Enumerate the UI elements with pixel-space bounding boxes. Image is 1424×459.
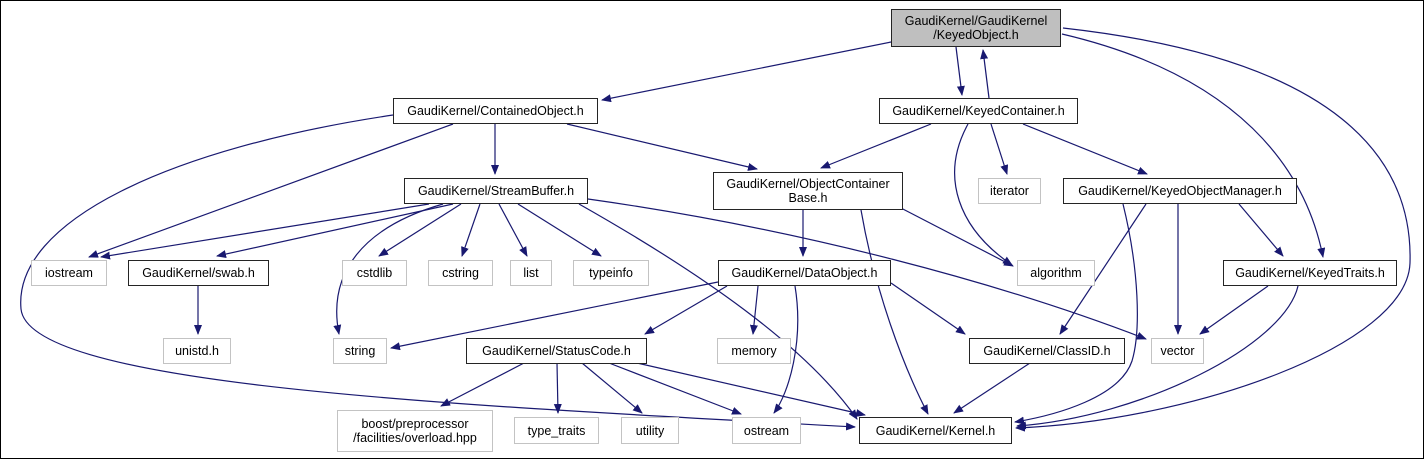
edge-keyedcontainer-keyedobjectmanager (1022, 123, 1148, 175)
node-string: string (333, 338, 387, 364)
node-kernel[interactable]: GaudiKernel/Kernel.h (859, 417, 1012, 444)
edge-containedobject-kernel (20, 114, 856, 431)
edge-dataobject-memory (749, 285, 759, 335)
edge-containedobject-objectcontainerbase (566, 123, 758, 171)
node-keyedtraits[interactable]: GaudiKernel/KeyedTraits.h (1223, 260, 1397, 286)
edge-statuscode-ostream (608, 362, 742, 415)
node-algorithm: algorithm (1017, 260, 1095, 286)
edge-dataobject-statuscode (644, 285, 728, 335)
node-list: list (510, 260, 552, 286)
node-utility: utility (621, 417, 679, 444)
edge-dataobject-classid (890, 282, 966, 335)
edge-classid-kernel (953, 362, 1031, 414)
node-typeinfo: typeinfo (573, 260, 649, 286)
edge-statuscode-type_traits (553, 362, 562, 414)
edge-keyedobjectmanager-classid (1059, 203, 1147, 335)
node-type_traits: type_traits (514, 417, 599, 444)
node-keyedobjectmanager[interactable]: GaudiKernel/KeyedObjectManager.h (1063, 178, 1297, 204)
edge-dataobject-string (390, 281, 719, 351)
edge-streambuffer-vector (587, 198, 1147, 340)
edge-statuscode-boostoverload (440, 362, 525, 407)
node-statuscode[interactable]: GaudiKernel/StatusCode.h (466, 338, 647, 364)
edge-containedobject-iostream (88, 123, 454, 258)
edge-statuscode-utility (581, 362, 643, 414)
node-swab[interactable]: GaudiKernel/swab.h (128, 260, 269, 286)
edge-keyedtraits-kernel (1016, 285, 1299, 430)
edge-statuscode-kernel (636, 362, 866, 417)
edge-keyedobject-containedobject (601, 41, 892, 103)
edge-keyedcontainer-keyedobject (980, 49, 990, 99)
edge-keyedobject-kernel (1015, 27, 1411, 432)
edge-keyedcontainer-iterator (990, 123, 1009, 175)
node-cstring: cstring (428, 260, 493, 286)
edge-streambuffer-cstring (461, 203, 481, 257)
edge-keyedobject-keyedcontainer (955, 46, 965, 96)
node-keyedobject: GaudiKernel/GaudiKernel /KeyedObject.h (891, 9, 1061, 47)
edge-streambuffer-iostream (100, 203, 430, 260)
node-vector: vector (1151, 338, 1204, 364)
edge-streambuffer-cstdlib (378, 203, 462, 257)
node-dataobject[interactable]: GaudiKernel/DataObject.h (718, 260, 891, 286)
edge-objectcontainerbase-kernel (860, 209, 929, 415)
node-iostream: iostream (31, 260, 107, 286)
edge-keyedcontainer-objectcontainerbase (820, 123, 932, 169)
edge-keyedtraits-vector (1199, 285, 1269, 335)
node-ostream: ostream (732, 417, 801, 444)
node-keyedcontainer[interactable]: GaudiKernel/KeyedContainer.h (879, 98, 1078, 124)
edge-streambuffer-kernel (578, 203, 858, 420)
edge-keyedcontainer-algorithm (954, 123, 1013, 266)
node-cstdlib: cstdlib (342, 260, 407, 286)
node-streambuffer[interactable]: GaudiKernel/StreamBuffer.h (404, 178, 588, 204)
edge-keyedobjectmanager-keyedtraits (1238, 203, 1284, 257)
edge-streambuffer-list (498, 203, 528, 257)
edge-dataobject-ostream (773, 285, 799, 414)
node-iterator: iterator (978, 178, 1041, 204)
edge-streambuffer-swab (216, 203, 454, 258)
node-containedobject[interactable]: GaudiKernel/ContainedObject.h (393, 98, 598, 124)
edge-keyedobject-keyedtraits (1061, 33, 1326, 258)
node-memory: memory (717, 338, 791, 364)
edge-streambuffer-typeinfo (517, 203, 602, 257)
node-objectcontainerbase[interactable]: GaudiKernel/ObjectContainer Base.h (713, 172, 903, 210)
node-boostoverload: boost/preprocessor /facilities/overload.… (337, 410, 493, 452)
edge-objectcontainerbase-algorithm (898, 206, 1014, 267)
edge-streambuffer-string (333, 203, 444, 335)
node-unistd: unistd.h (163, 338, 231, 364)
node-classid[interactable]: GaudiKernel/ClassID.h (969, 338, 1125, 364)
edge-keyedobjectmanager-kernel (1014, 203, 1138, 425)
